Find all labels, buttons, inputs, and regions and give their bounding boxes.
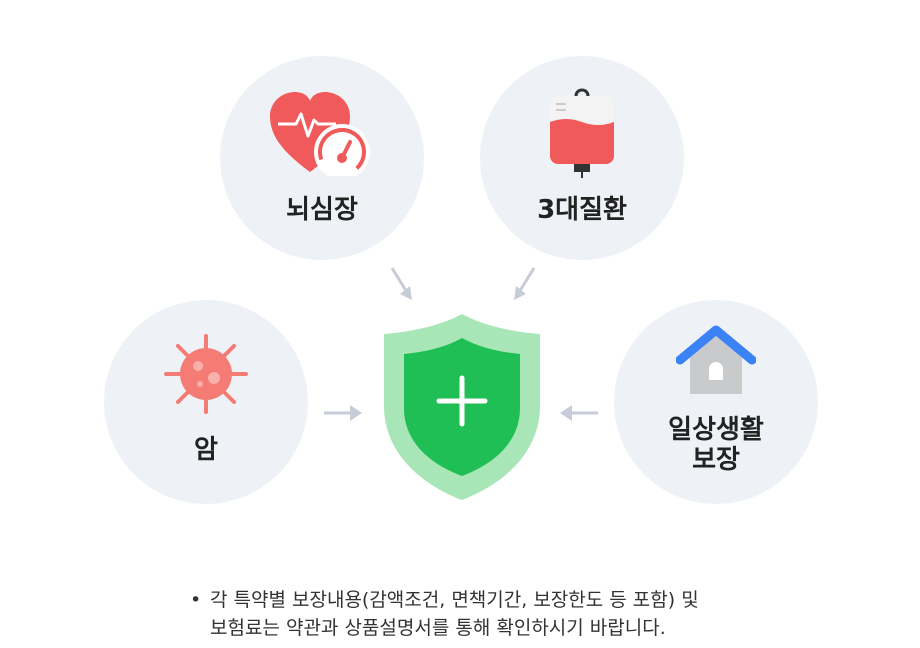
arrow-left-icon <box>560 405 598 421</box>
note-line-1: 각 특약별 보장내용(감액조건, 면책기간, 보장한도 등 포함) 및 <box>210 589 699 611</box>
blood-circle: 3대질환 <box>480 56 684 260</box>
heart-label: 뇌심장 <box>286 195 358 225</box>
heart-gauge-icon <box>270 92 370 176</box>
heart-circle: 뇌심장 <box>220 56 424 260</box>
daily-label-line2: 보장 <box>692 445 740 475</box>
blood-bag-icon <box>550 88 614 178</box>
house-icon <box>676 325 756 394</box>
daily-circle: 일상생활 보장 <box>614 300 818 504</box>
blood-label: 3대질환 <box>537 195 627 225</box>
disclaimer-note: • 각 특약별 보장내용(감액조건, 면책기간, 보장한도 등 포함) 및 보험… <box>190 586 790 642</box>
arrow-right-icon <box>324 405 362 421</box>
shield-plus-icon <box>384 314 540 500</box>
virus-icon <box>164 334 248 414</box>
daily-label-line1: 일상생활 <box>668 415 764 445</box>
cancer-label: 암 <box>194 435 218 465</box>
arrow-down-left-icon <box>514 267 536 300</box>
arrow-down-right-icon <box>390 267 412 300</box>
note-bullet: • <box>190 589 202 611</box>
note-line-2: 보험료는 약관과 상품설명서를 통해 확인하시기 바랍니다. <box>210 617 666 639</box>
cancer-circle: 암 <box>104 300 308 504</box>
